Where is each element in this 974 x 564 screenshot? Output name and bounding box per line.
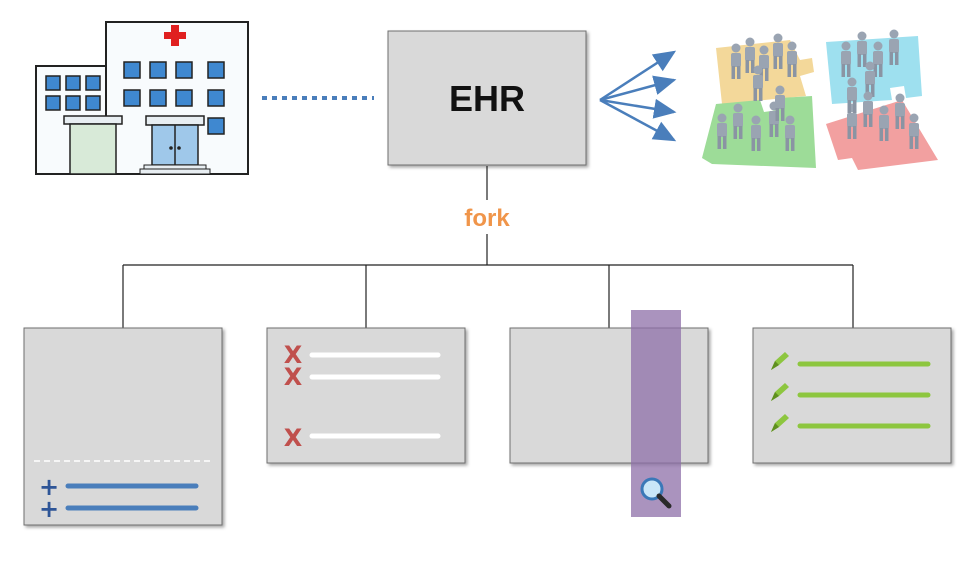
plus-icon: + (39, 473, 59, 501)
x-icon: X (284, 363, 303, 391)
fork-label: fork (464, 205, 510, 232)
ehr-label: EHR (449, 78, 525, 119)
branch-lines (122, 234, 854, 328)
branch-edits (752, 327, 952, 464)
branch-search (509, 310, 709, 517)
x-icon: X (284, 424, 303, 452)
magnifier-icon (640, 477, 672, 509)
branch-deletions: X X X (266, 327, 466, 464)
hospital-icon (35, 21, 249, 175)
x-icon: X (284, 341, 303, 369)
arrows-icon (599, 50, 677, 142)
ehr-node: EHR (387, 30, 587, 166)
branch-additions: + + (23, 327, 223, 526)
people-puzzle-icon (702, 29, 938, 170)
plus-icon: + (39, 495, 59, 523)
